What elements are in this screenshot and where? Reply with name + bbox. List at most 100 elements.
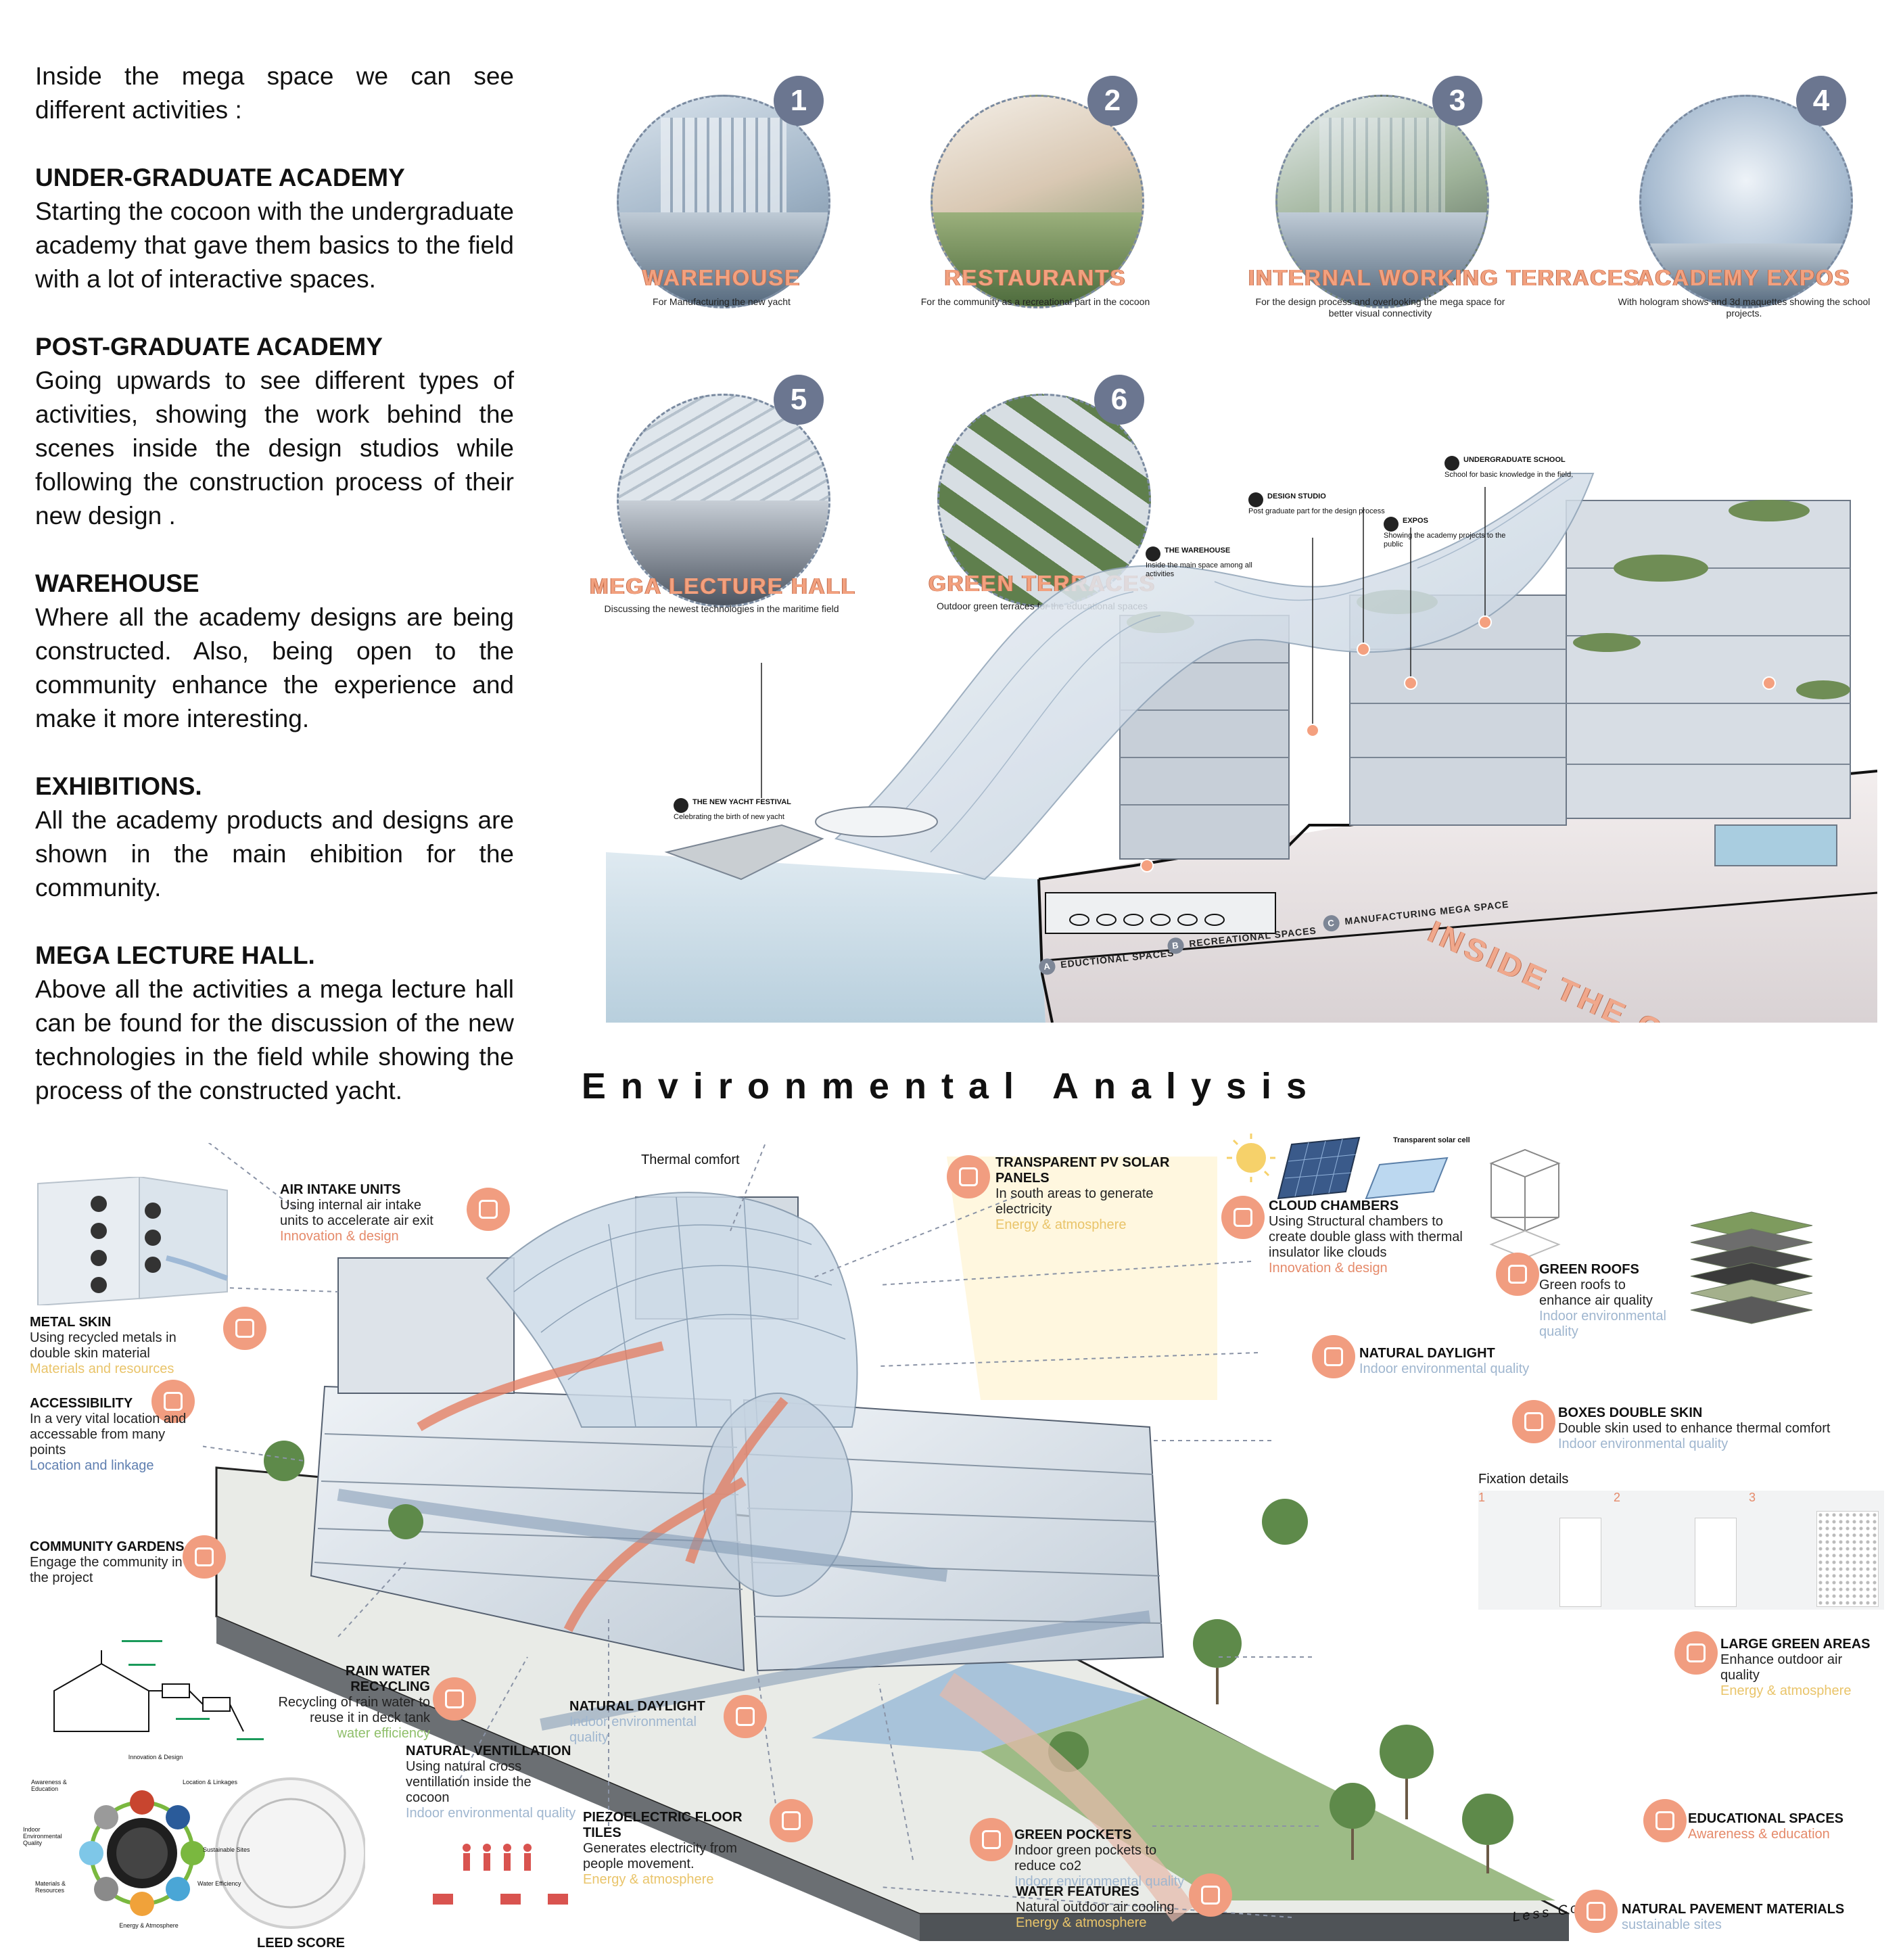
activity-title: WAREHOUSE xyxy=(642,265,801,290)
section-title: POST-GRADUATE ACADEMY xyxy=(35,333,383,360)
rain-water-icon xyxy=(433,1677,476,1721)
metal-skin-panel xyxy=(37,1177,229,1305)
metal-skin-icon xyxy=(223,1307,266,1350)
activity-image xyxy=(617,95,830,308)
activity-title: INTERNAL WORKING TERRACES xyxy=(1248,265,1641,290)
activity-image xyxy=(931,95,1144,308)
thermal-comfort-label: Thermal comfort xyxy=(641,1152,740,1167)
leed-item: Awareness & Education xyxy=(31,1779,67,1792)
fixation-detail xyxy=(1559,1518,1601,1607)
section-title: UNDER-GRADUATE ACADEMY xyxy=(35,164,405,191)
section-text: Where all the academy designs are being … xyxy=(35,603,514,732)
section-text: Above all the activities a mega lecture … xyxy=(35,975,514,1104)
fixation-num: 1 xyxy=(1478,1491,1486,1504)
rain-water-diagram xyxy=(53,1640,264,1740)
expo-icon xyxy=(1384,517,1399,532)
leed-score-label: LEED SCORE xyxy=(257,1936,346,1951)
air-intake-icon xyxy=(467,1188,510,1231)
description-column: Inside the mega space we can see differe… xyxy=(35,60,514,1108)
activity-desc: For the design process and overlooking t… xyxy=(1255,296,1505,319)
solar-cell-label: Transparent solar cell xyxy=(1393,1136,1470,1144)
leed-item: Location & Linkages xyxy=(183,1779,238,1786)
accessibility-icon xyxy=(151,1380,195,1423)
activity-image xyxy=(617,394,830,607)
activity-number: 1 xyxy=(774,76,824,126)
section-text: All the academy products and designs are… xyxy=(35,806,514,902)
piezo-people-graphic xyxy=(433,1844,568,1905)
env-title: Environmental Analysis xyxy=(581,1066,1322,1106)
activity-image xyxy=(1639,95,1853,308)
leed-item: Innovation & Design xyxy=(128,1754,183,1760)
daylight-icon xyxy=(1312,1335,1355,1378)
cloud-chamber-graphic xyxy=(1489,1148,1561,1259)
section-title: EXHIBITIONS. xyxy=(35,772,202,800)
cloud-chamber-icon xyxy=(1221,1196,1265,1239)
activity-number: 4 xyxy=(1796,76,1846,126)
fixation-detail xyxy=(1695,1518,1737,1607)
section-text: Going upwards to see different types of … xyxy=(35,367,514,530)
water-feature-icon xyxy=(1189,1873,1232,1917)
green-roof-icon xyxy=(1496,1253,1539,1296)
activity-number: 3 xyxy=(1432,76,1482,126)
activity-number: 2 xyxy=(1087,76,1137,126)
activity-title: ACADEMY EXPOS xyxy=(1637,265,1851,290)
activity-desc: For Manufacturing the new yacht xyxy=(653,296,791,307)
activity-number: 5 xyxy=(774,375,824,425)
activity-number: 6 xyxy=(1094,375,1144,425)
pavement-icon xyxy=(1574,1890,1618,1933)
community-garden-icon xyxy=(183,1535,226,1579)
green-pocket-icon xyxy=(970,1818,1013,1861)
leed-wheel xyxy=(79,1777,365,1929)
section-title: MEGA LECTURE HALL. xyxy=(35,941,315,969)
activity-title: RESTAURANTS xyxy=(944,265,1127,290)
leed-item: Indoor Environmental Quality xyxy=(23,1826,62,1846)
building-axonometric xyxy=(203,1143,1570,1941)
education-icon xyxy=(1643,1799,1687,1842)
daylight-icon xyxy=(724,1695,767,1738)
fixation-num: 3 xyxy=(1749,1491,1756,1504)
yacht-icon xyxy=(674,798,688,813)
double-skin-icon xyxy=(1512,1400,1555,1443)
activity-desc: For the community as a recreational part… xyxy=(920,296,1150,307)
piezo-tile-icon xyxy=(770,1799,813,1842)
fixation-detail xyxy=(1816,1511,1879,1607)
section-title: WAREHOUSE xyxy=(35,569,199,597)
leed-item: Materials & Resources xyxy=(35,1880,66,1894)
leed-item: Water Efficiency xyxy=(197,1880,241,1887)
activity-title: MEGA LECTURE HALL xyxy=(590,574,856,599)
fixation-panel: 1 2 3 xyxy=(1478,1491,1884,1610)
fixation-title: Fixation details xyxy=(1478,1472,1569,1487)
cocoon-illustration xyxy=(606,473,1877,1023)
fixation-num: 2 xyxy=(1614,1491,1621,1504)
school-icon xyxy=(1444,456,1459,471)
leed-item: Energy & Atmosphere xyxy=(119,1922,179,1929)
green-area-icon xyxy=(1674,1631,1718,1675)
solar-panel-icon xyxy=(947,1155,990,1198)
section-text: Starting the cocoon with the undergradua… xyxy=(35,197,514,293)
activity-desc: Discussing the newest technologies in th… xyxy=(604,603,839,614)
